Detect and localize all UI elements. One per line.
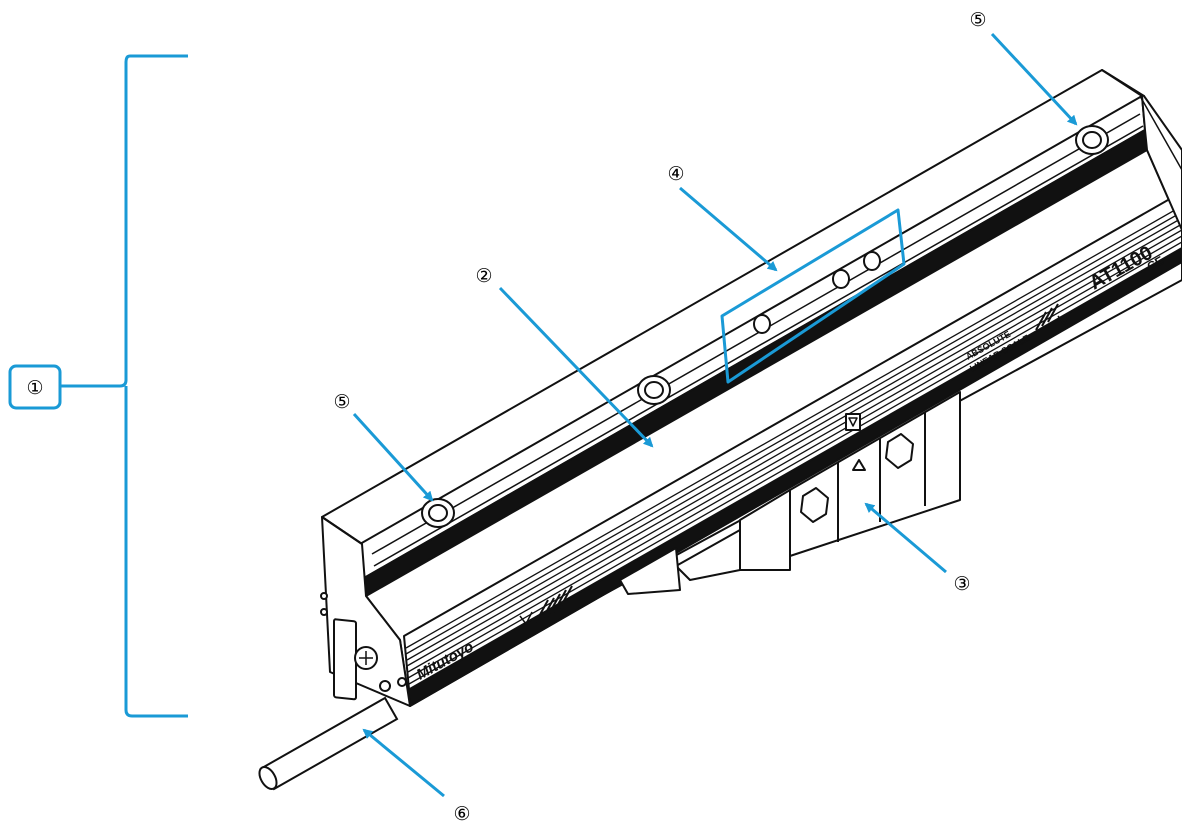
assembly-bracket (60, 54, 188, 718)
end-cap-details (320, 592, 407, 701)
signal-cable (258, 696, 399, 791)
callout-5a: ⑤ (333, 391, 350, 413)
rib-lines (405, 205, 1182, 685)
callout-2: ② (475, 265, 492, 287)
arrow-5b (990, 32, 1078, 126)
arrow-3 (864, 502, 947, 574)
leader-arrows (352, 32, 1078, 798)
hatch-mark-left (519, 585, 573, 626)
arrow-2 (498, 286, 654, 448)
callout-1-box (8, 364, 62, 410)
reading-head (619, 391, 961, 595)
arrow-4 (679, 186, 778, 272)
callout-5b: ⑤ (969, 9, 986, 31)
callout-1: ① (26, 377, 43, 399)
mounting-holes (421, 125, 1109, 528)
hatch-mark-right (1035, 303, 1071, 331)
sensor-holes (753, 251, 881, 334)
arrow-5a (352, 412, 434, 502)
callout-4: ④ (667, 163, 684, 185)
arrow-6 (362, 728, 445, 798)
scale-unit-body (321, 69, 1182, 707)
callout-6: ⑥ (453, 803, 470, 825)
callout-4-highlight (720, 208, 906, 384)
callout-3: ③ (953, 573, 970, 595)
